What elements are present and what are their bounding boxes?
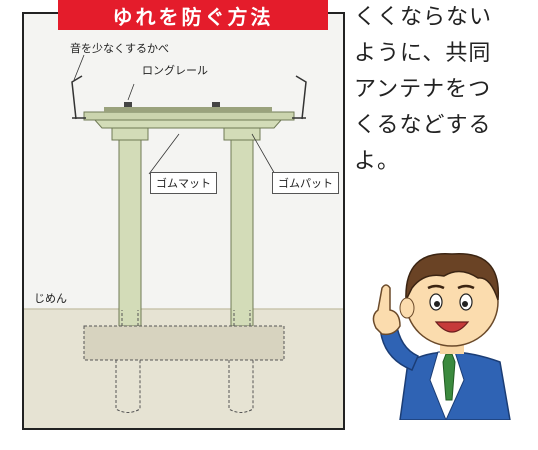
explanation-line: アンテナをつ — [354, 77, 492, 102]
footing — [83, 325, 285, 361]
rubber-pad-label: ゴムパット — [272, 172, 339, 194]
ground-label: じめん — [34, 292, 67, 305]
businessman-pointing-icon — [372, 252, 511, 420]
explanation-line: よ。 — [354, 149, 401, 174]
viaduct-diagram — [24, 14, 343, 428]
explanation-line: くるなどする — [354, 113, 492, 138]
long-rail-label: ロングレール — [142, 64, 208, 77]
right-pillar — [230, 125, 254, 327]
rail-right — [212, 102, 220, 107]
diagram-panel: 音を少なくするかべ ロングレール ゴムマット ゴムパット じめん — [22, 12, 345, 430]
explanation-line: ように、共同 — [354, 41, 492, 66]
rubber-mat-label: ゴムマット — [150, 172, 217, 194]
noise-wall-label: 音を少なくするかべ — [70, 42, 169, 55]
noise-wall-left — [71, 75, 83, 120]
left-pillar — [118, 125, 142, 327]
explanation-line: くくならない — [354, 5, 493, 30]
explanation-text: くくならない ように、共同 アンテナをつ くるなどする よ。 — [354, 0, 534, 180]
diagram-title: ゆれを防ぐ方法 — [58, 0, 328, 30]
rail-left — [124, 102, 132, 107]
noise-wall-right — [295, 75, 307, 120]
